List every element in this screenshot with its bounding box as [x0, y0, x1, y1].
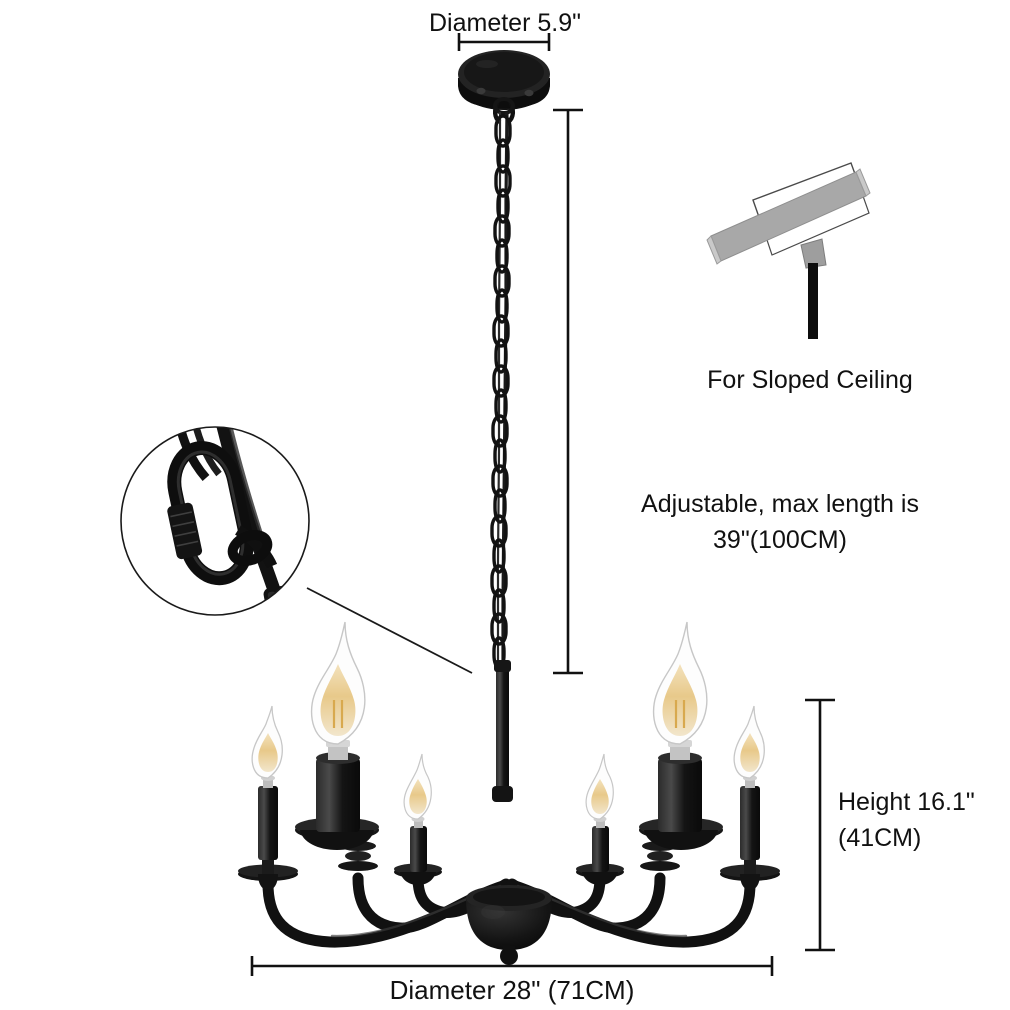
adjustable-length-line-2: 39"(100CM) — [713, 525, 847, 554]
chain-link-detail-callout — [120, 426, 473, 674]
center-body — [466, 885, 552, 965]
fixture-height-line-1: Height 16.1" — [838, 788, 975, 816]
sloped-ceiling-label: For Sloped Ceiling — [707, 366, 913, 394]
canopy-diameter-label: Diameter 5.9" — [429, 9, 581, 37]
chandelier-fixture — [238, 621, 780, 965]
callout-leader-line — [306, 587, 473, 674]
candle-arm-4 — [576, 753, 624, 885]
fixture-height-label: Height 16.1" (41CM) — [838, 785, 975, 856]
ceiling-canopy-icon — [458, 50, 550, 124]
fixture-height-line-2: (41CM) — [838, 823, 922, 852]
chain-icon — [490, 111, 512, 672]
center-stem — [492, 660, 513, 802]
fixture-diameter-label: Diameter 28" (71CM) — [389, 975, 635, 1005]
canopy-diameter-dimension-line — [457, 33, 551, 51]
adjustable-length-dimension-line — [553, 108, 583, 675]
sloped-ceiling-bracket-icon — [706, 162, 871, 339]
adjustable-length-line-1: Adjustable, max length is — [641, 490, 919, 518]
adjustable-length-label: Adjustable, max length is 39"(100CM) — [600, 487, 960, 558]
fixture-diameter-dimension-line — [250, 956, 774, 976]
candle-arm-6 — [720, 705, 780, 890]
candle-arm-3 — [394, 753, 442, 885]
candle-arm-1 — [238, 705, 298, 890]
fixture-height-dimension-line — [805, 698, 835, 952]
candle-arm-2 — [295, 621, 379, 871]
candle-arm-5 — [639, 621, 723, 871]
